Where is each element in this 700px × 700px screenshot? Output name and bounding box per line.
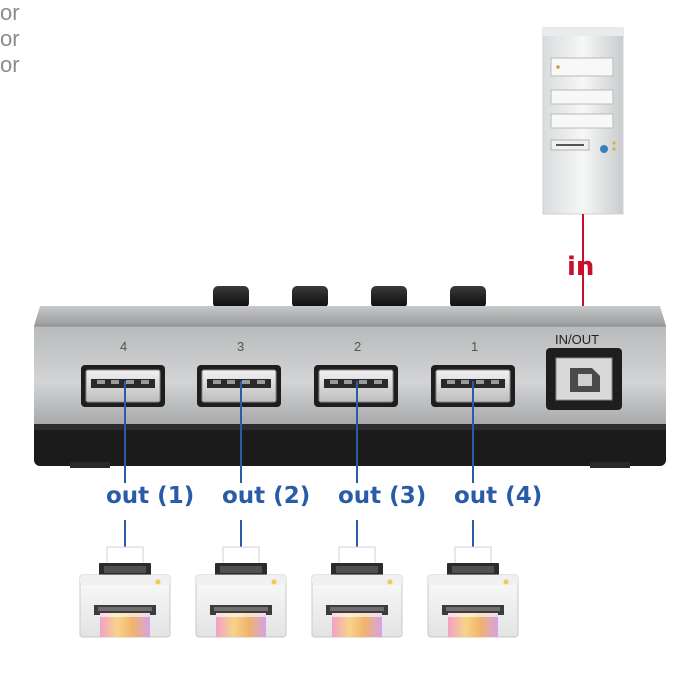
port-number-label: 2 bbox=[354, 339, 362, 354]
usb-b-port-icon[interactable] bbox=[546, 348, 622, 410]
or-separator: or bbox=[0, 26, 20, 51]
switch-button[interactable] bbox=[450, 286, 486, 308]
port-number-label: 4 bbox=[120, 339, 128, 354]
or-separator: or bbox=[0, 52, 20, 77]
printer-icon bbox=[427, 546, 519, 638]
printer-icon bbox=[195, 546, 287, 638]
usb-a-port-icon[interactable] bbox=[196, 364, 282, 408]
in-label: in bbox=[567, 252, 595, 282]
printer-icon bbox=[311, 546, 403, 638]
tower-pc-icon bbox=[542, 27, 624, 215]
port-number-label: 1 bbox=[471, 339, 479, 354]
or-separator: or bbox=[0, 0, 20, 25]
out-label-2: out (2) bbox=[222, 483, 311, 509]
usb-switch-hub bbox=[34, 286, 666, 468]
switch-button[interactable] bbox=[213, 286, 249, 308]
upstream-port-label: IN/OUT bbox=[555, 332, 600, 347]
out-label-4: out (4) bbox=[454, 483, 543, 509]
out-label-1: out (1) bbox=[106, 483, 195, 509]
switch-button[interactable] bbox=[371, 286, 407, 308]
printer-icon bbox=[79, 546, 171, 638]
usb-a-port-icon[interactable] bbox=[80, 364, 166, 408]
switch-button[interactable] bbox=[292, 286, 328, 308]
port-number-label: 3 bbox=[237, 339, 245, 354]
out-label-3: out (3) bbox=[338, 483, 427, 509]
